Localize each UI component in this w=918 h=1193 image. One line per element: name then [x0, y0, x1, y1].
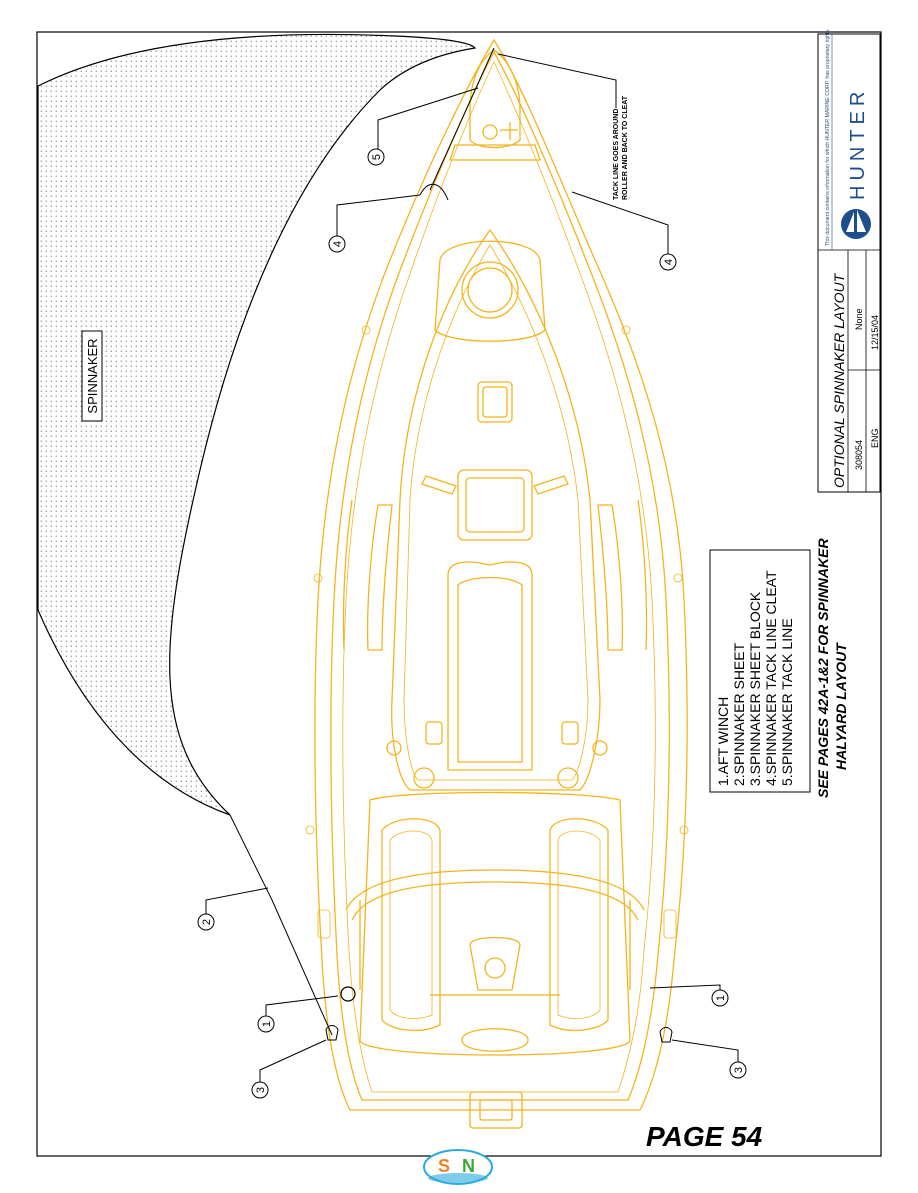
brand-name: HUNTER	[847, 87, 869, 200]
hull-plan-view	[305, 38, 689, 1129]
callout-4-right-circle	[659, 253, 677, 271]
tack-note-line1: TACK LINE GOES AROUND	[613, 109, 620, 200]
sn-logo-n: N	[462, 1156, 475, 1176]
halyard-note: SEE PAGES 42A-1&2 FOR SPINNAKER HALYARD …	[815, 538, 849, 798]
callout-1-right: 1	[715, 995, 727, 1001]
sn-logo-s: S	[438, 1156, 450, 1176]
legend-box	[709, 549, 811, 793]
legend-item-2: 2.SPINNAKER SHEET	[731, 642, 747, 786]
callout-2-circle	[197, 913, 215, 931]
tack-note-line2: ROLLER AND BACK TO CLEAT	[622, 95, 629, 200]
drawn-by: ENG	[870, 428, 880, 448]
callout-3-left: 3	[255, 1087, 267, 1093]
legend-item-3: 3.SPINNAKER SHEET BLOCK	[747, 591, 763, 786]
callout-5-circle	[367, 148, 385, 166]
callout-5: 5	[371, 154, 383, 160]
callout-4-left-circle	[328, 235, 346, 253]
aft-winch-port	[340, 986, 356, 1002]
proprietary-notice: This document contains information for w…	[825, 28, 831, 246]
legend-item-4: 4.SPINNAKER TACK LINE CLEAT	[763, 570, 779, 786]
note-line2: HALYARD LAYOUT	[833, 642, 849, 770]
spinnaker-tack-line	[429, 47, 495, 191]
callout-2: 2	[201, 919, 213, 925]
drawing-title: OPTIONAL SPINNAKER LAYOUT	[831, 272, 847, 488]
sailboat-icon	[841, 209, 871, 239]
hunter-logo: HUNTER	[841, 87, 871, 239]
title-block: OPTIONAL SPINNAKER LAYOUT 308054 ENG Non…	[817, 28, 881, 493]
spinnaker-sheet-line	[229, 814, 333, 1036]
drawing-date: 12/15/04	[870, 315, 880, 350]
callout-3-left-circle	[251, 1081, 269, 1099]
sn-logo: S N	[423, 1149, 493, 1185]
page-label: PAGE 54	[646, 1121, 763, 1152]
callout-1-left-circle	[257, 1015, 275, 1033]
legend-item-5: 5.SPINNAKER TACK LINE	[779, 618, 795, 786]
note-line1: SEE PAGES 42A-1&2 FOR SPINNAKER	[815, 538, 831, 798]
spinnaker-label: SPINNAKER	[85, 338, 100, 413]
callout-3-right: 3	[733, 1067, 745, 1073]
spinnaker-sail	[37, 33, 477, 816]
callout-4-left: 4	[332, 241, 344, 247]
callout-3-right-circle	[729, 1061, 747, 1079]
legend-item-1: 1.AFT WINCH	[715, 697, 731, 786]
scale-value: None	[854, 308, 864, 330]
callout-4-right: 4	[663, 259, 675, 265]
callout-1-right-circle	[711, 989, 729, 1007]
legend: 1.AFT WINCH 2.SPINNAKER SHEET 3.SPINNAKE…	[715, 570, 795, 786]
callout-1-left: 1	[261, 1021, 273, 1027]
drawing-number: 308054	[854, 440, 864, 470]
spinnaker-label-box: SPINNAKER	[81, 330, 103, 422]
